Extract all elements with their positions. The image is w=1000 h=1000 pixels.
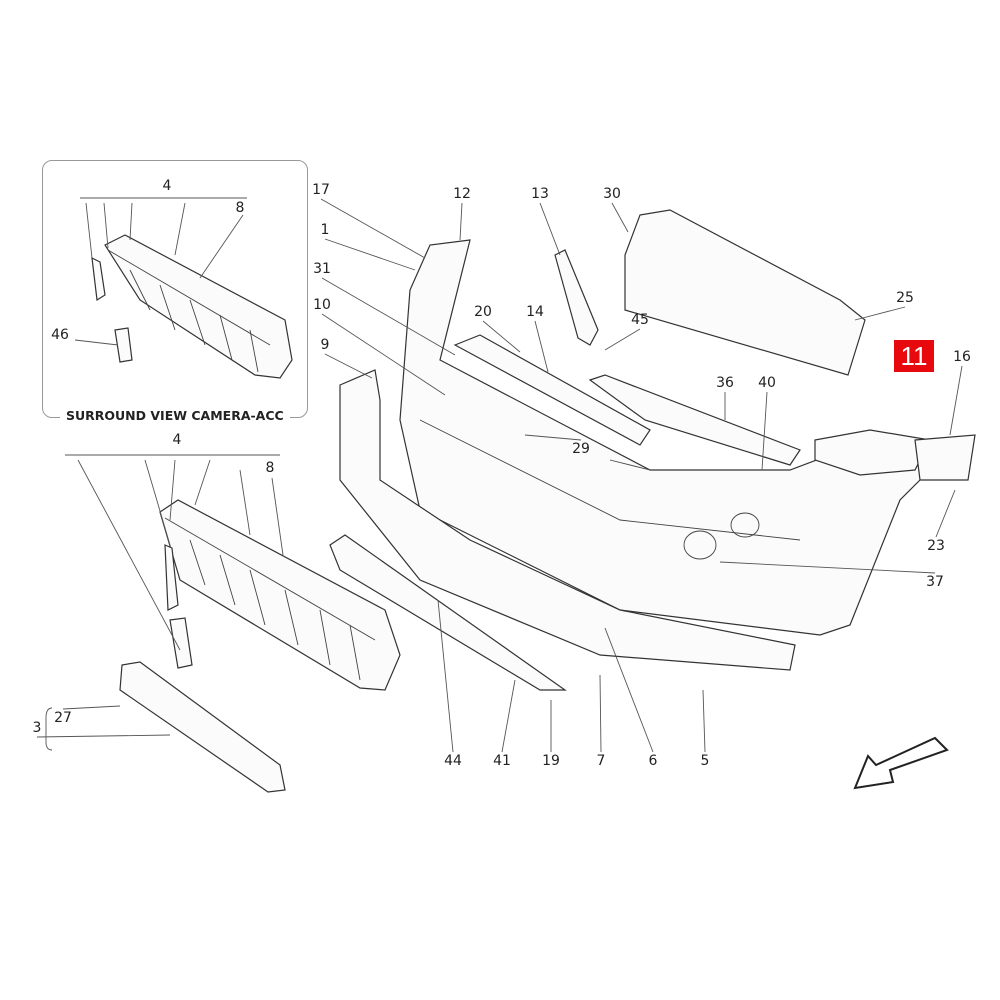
leader-line-17 [320, 198, 426, 259]
part-label-40[interactable]: 40 [758, 375, 776, 391]
part-label-25[interactable]: 25 [896, 290, 914, 306]
leader-line-27 [62, 705, 121, 710]
reinforcement-bar [453, 334, 651, 446]
inset-caption: SURROUND VIEW CAMERA-ACC [60, 408, 290, 423]
part-label-20[interactable]: 20 [474, 304, 492, 320]
part-label-31[interactable]: 31 [313, 261, 331, 277]
inset-label-4[interactable]: 4 [162, 178, 172, 194]
leader-line-37 [719, 561, 936, 574]
leader-line-29 [524, 434, 582, 441]
bracket-16 [914, 434, 976, 481]
inset-frame [42, 160, 308, 418]
part-label-3[interactable]: 3 [32, 720, 42, 736]
leader-line-44 [437, 599, 454, 753]
leader-line-16 [949, 365, 963, 436]
group-brace-3 [45, 707, 53, 751]
part-label-30[interactable]: 30 [603, 186, 621, 202]
leader-line-1 [324, 238, 416, 271]
leader-line-40 [761, 391, 768, 471]
leader-line-30 [611, 202, 629, 233]
part-label-13[interactable]: 13 [531, 186, 549, 202]
main-grille [65, 454, 401, 691]
highlighted-part-badge[interactable]: 11 [894, 340, 934, 372]
splitter [329, 534, 567, 691]
leader-line-23 [935, 489, 956, 538]
license-plate-holder [119, 661, 286, 793]
part-label-23[interactable]: 23 [927, 538, 945, 554]
part-label-36[interactable]: 36 [716, 375, 734, 391]
part-label-27[interactable]: 27 [54, 710, 72, 726]
leader-line-41 [501, 679, 516, 753]
part-label-12[interactable]: 12 [453, 186, 471, 202]
leader-line-7 [599, 674, 602, 753]
part-label-44[interactable]: 44 [444, 753, 462, 769]
part-label-17[interactable]: 17 [312, 182, 330, 198]
leader-line-3 [36, 734, 171, 738]
part-label-19[interactable]: 19 [542, 753, 560, 769]
leader-line-10 [321, 313, 446, 396]
center-grille-11 [814, 429, 931, 476]
part-label-8[interactable]: 8 [265, 460, 275, 476]
leader-line-13 [539, 202, 561, 256]
leader-line-6 [604, 627, 654, 753]
lower-spoiler [339, 369, 796, 671]
lower-grille-strip [588, 374, 801, 466]
inset-grille [74, 197, 293, 379]
inset-label-8[interactable]: 8 [235, 200, 245, 216]
part-label-45[interactable]: 45 [631, 312, 649, 328]
part-label-5[interactable]: 5 [700, 753, 710, 769]
leader-line-14 [534, 320, 549, 373]
leader-line-5 [702, 689, 706, 753]
part-label-9[interactable]: 9 [320, 337, 330, 353]
leader-line-20 [482, 320, 521, 353]
part-label-7[interactable]: 7 [596, 753, 606, 769]
part-label-29[interactable]: 29 [572, 441, 590, 457]
part-label-41[interactable]: 41 [493, 753, 511, 769]
part-label-16[interactable]: 16 [953, 349, 971, 365]
part-label-37[interactable]: 37 [926, 574, 944, 590]
side-grille [554, 249, 599, 346]
leader-line-25 [854, 306, 906, 321]
part-label-4[interactable]: 4 [172, 432, 182, 448]
direction-arrow [853, 736, 949, 790]
air-duct [624, 209, 866, 376]
part-label-10[interactable]: 10 [313, 297, 331, 313]
part-label-1[interactable]: 1 [320, 222, 330, 238]
leader-line-45 [604, 328, 641, 351]
leader-line-9 [324, 353, 373, 379]
leader-line-31 [321, 277, 456, 356]
part-label-14[interactable]: 14 [526, 304, 544, 320]
inset-label-46[interactable]: 46 [51, 327, 69, 343]
leader-line-12 [459, 202, 463, 241]
part-label-6[interactable]: 6 [648, 753, 658, 769]
